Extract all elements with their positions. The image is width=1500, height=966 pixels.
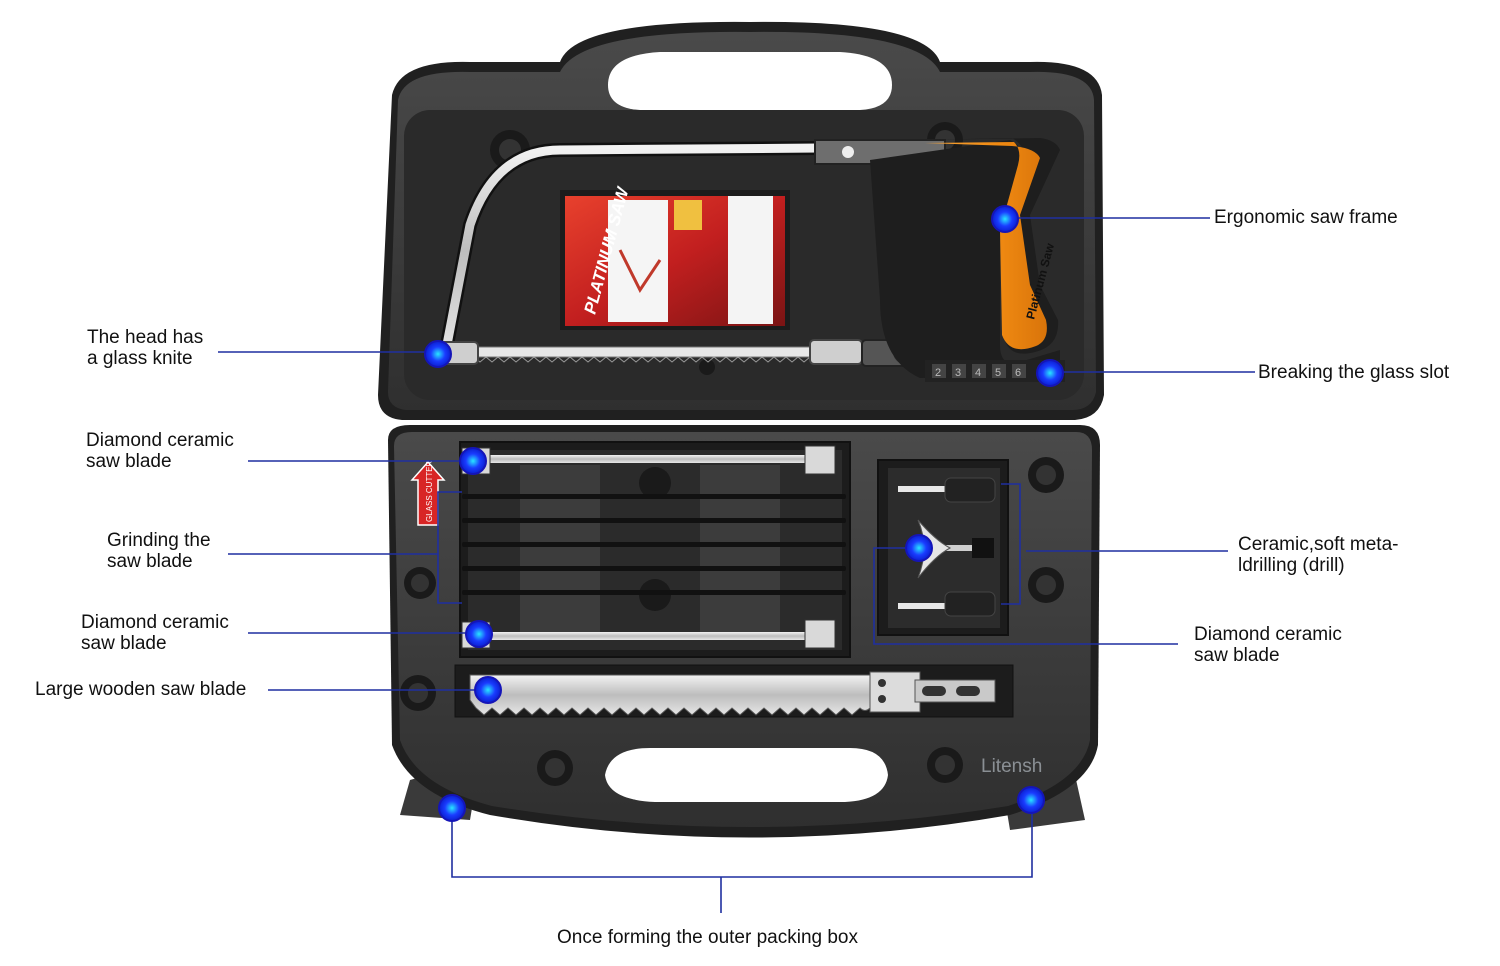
saw-handle: Platinum Saw 2 3 4 5 6: [870, 138, 1065, 382]
sleeve-text: GLASS CUTTER: [425, 460, 434, 522]
slot-number: 6: [1015, 367, 1021, 379]
label-diamond-blade-bottom: Diamond ceramic saw blade: [81, 612, 229, 654]
marker-dot: [465, 620, 493, 648]
marker-dot: [1036, 359, 1064, 387]
label-ceramic-drill: Ceramic,soft meta- ldrilling (drill): [1238, 534, 1399, 576]
slot-number: 3: [955, 367, 961, 379]
slot-number: 4: [975, 367, 981, 379]
marker-dot: [1017, 786, 1045, 814]
label-ergonomic-frame: Ergonomic saw frame: [1214, 207, 1398, 228]
watermark: Litensh: [981, 756, 1043, 777]
marker-dot: [424, 340, 452, 368]
marker-dot: [474, 676, 502, 704]
instruction-card: PLATINUM SAW: [560, 184, 790, 330]
label-head-glass-knife: The head has a glass knite: [87, 327, 204, 369]
callout-lines: [218, 217, 1255, 913]
slot-number: 5: [995, 367, 1001, 379]
wooden-saw-blade: [454, 664, 1014, 718]
label-diamond-blade-right: Diamond ceramic saw blade: [1194, 624, 1342, 666]
grinding-blades: [462, 494, 846, 595]
marker-dot: [438, 794, 466, 822]
blade-tray: [459, 441, 851, 658]
label-grinding-blade: Grinding the saw blade: [107, 530, 211, 572]
marker-dot: [991, 205, 1019, 233]
glass-slot-numbers: 2 3 4 5 6: [932, 364, 1026, 379]
slot-number: 2: [935, 367, 941, 379]
label-diamond-blade-top: Diamond ceramic saw blade: [86, 430, 234, 472]
label-wooden-blade: Large wooden saw blade: [35, 679, 247, 700]
marker-dot: [459, 447, 487, 475]
marker-dot: [905, 534, 933, 562]
callout-markers: [424, 205, 1064, 822]
label-packing-box: Once forming the outer packing box: [557, 927, 859, 948]
label-breaking-glass-slot: Breaking the glass slot: [1258, 362, 1450, 383]
